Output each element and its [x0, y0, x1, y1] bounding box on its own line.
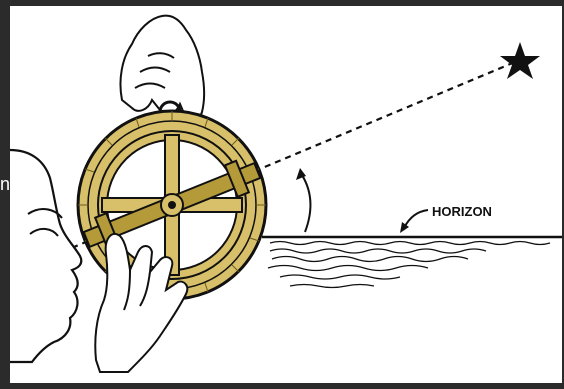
horizon-pointer-arrowhead — [400, 222, 409, 233]
angle-arc-arrowhead — [296, 168, 306, 180]
observer-eye — [29, 228, 59, 237]
edge-glyph: n — [0, 174, 11, 194]
observer-face — [9, 148, 83, 364]
star-icon — [500, 42, 540, 79]
observer-brow — [27, 208, 63, 219]
lower-hand — [94, 233, 189, 373]
sea — [262, 235, 562, 289]
horizon-pointer — [403, 209, 429, 229]
angle-arc — [299, 171, 312, 233]
astrolabe — [76, 109, 268, 301]
horizon-label: HORIZON — [432, 204, 492, 219]
